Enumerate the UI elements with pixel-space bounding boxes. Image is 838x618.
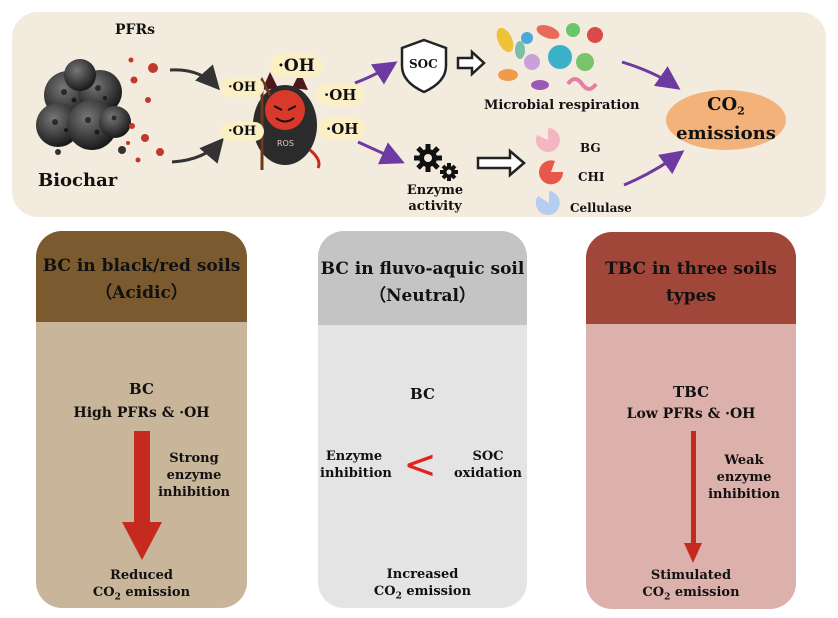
card-tbc-subtitle: types <box>665 286 716 306</box>
oh-radical: ·OH <box>220 122 265 141</box>
card-tbc-label: TBC <box>672 383 710 401</box>
soc-oxidation-label: SOC oxidation <box>454 449 522 481</box>
oh-radical: ·OH <box>316 84 365 106</box>
reduced-emission-label: Reduced CO2 emission <box>92 568 191 603</box>
microbe-icon <box>496 23 603 91</box>
card-neutral-subtitle: （Neutral） <box>369 286 476 306</box>
card-acidic-label: BC <box>129 380 154 398</box>
pfr-particle-icon <box>126 57 164 163</box>
enzyme-activity-label: Enzyme activity <box>406 183 464 214</box>
biochar-label: Biochar <box>38 170 118 191</box>
soc-label: SOC <box>409 57 438 71</box>
strong-inhibition-label: Strong enzyme inhibition <box>158 451 230 500</box>
less-than-symbol: < <box>403 442 437 488</box>
card-acidic-sublabel: High PFRs & ·OH <box>73 405 210 421</box>
weak-inhibition-label: Weak enzyme inhibition <box>708 453 780 502</box>
oh-radical: ·OH <box>318 118 367 140</box>
co2-emissions-label: CO2 emissions <box>676 94 776 144</box>
card-neutral-label: BC <box>410 385 435 403</box>
stimulated-emission-label: Stimulated CO2 emission <box>642 568 740 603</box>
enzyme-inhibition-label: Enzyme inhibition <box>320 449 392 481</box>
devil-ros-icon: ROS <box>252 72 321 170</box>
cellulase-label: Cellulase <box>570 201 632 215</box>
ros-label: ROS <box>277 139 294 148</box>
pfrs-label: PFRs <box>115 22 155 38</box>
pie-icon <box>535 128 564 215</box>
card-neutral-header: BC in fluvo-aquic soil （Neutral） <box>318 231 527 325</box>
card-neutral: BC in fluvo-aquic soil （Neutral） <box>318 231 527 608</box>
oh-radical: ·OH <box>220 78 265 97</box>
card-tbc-title: TBC in three soils <box>605 259 777 279</box>
card-acidic-header: BC in black/red soils （Acidic） <box>36 231 247 322</box>
microbial-respiration-label: Microbial respiration <box>484 98 640 113</box>
increased-emission-label: Increased CO2 emission <box>373 567 472 602</box>
biochar-icon <box>36 59 131 155</box>
hollow-arrow-icon <box>456 49 526 178</box>
shield-icon <box>400 38 448 94</box>
card-acidic-title: BC in black/red soils <box>42 256 241 276</box>
co2-ellipse <box>666 90 786 150</box>
arrow-head-weak <box>684 543 702 563</box>
bg-label: BG <box>580 141 601 155</box>
arrow-head-strong <box>122 522 162 560</box>
card-tbc-sublabel: Low PFRs & ·OH <box>626 406 756 422</box>
gear-icon <box>414 144 458 181</box>
arrow-shaft-strong <box>134 431 150 524</box>
arrow-shaft-weak <box>691 431 696 545</box>
chi-label: CHI <box>578 170 605 184</box>
oh-radical-big: ·OH <box>270 54 323 78</box>
card-neutral-title: BC in fluvo-aquic soil <box>320 259 525 279</box>
card-tbc-header: TBC in three soils types <box>586 232 796 324</box>
card-acidic-subtitle: （Acidic） <box>95 283 188 303</box>
